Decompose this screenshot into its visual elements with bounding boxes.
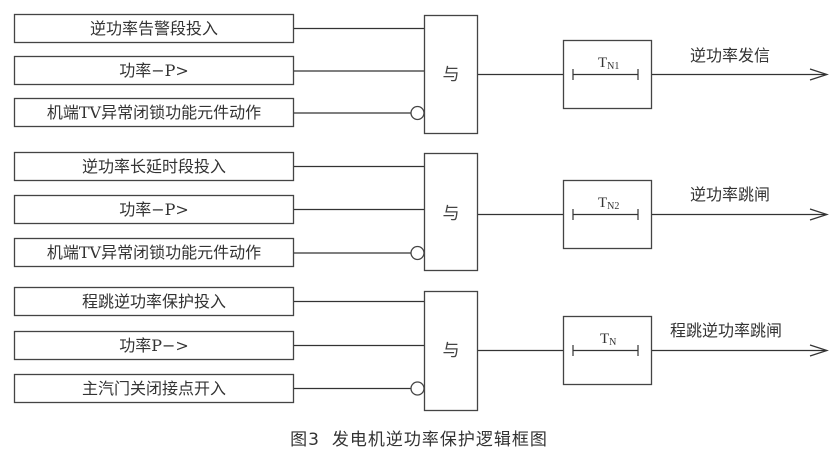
and-gate (423, 152, 479, 272)
input-box-2-2 (13, 194, 295, 225)
inversion-bubble (410, 245, 425, 261)
output-label: 逆功率跳闸 (690, 185, 770, 204)
figure-number: 图3 (290, 430, 320, 450)
logic-group-3: 程跳逆功率保护投入 功率P−> 主汽门关闭接点开入 与 TN 程跳逆功率跳闸 (13, 286, 829, 412)
input-label: 功率P−> (119, 336, 189, 355)
input-label: 程跳逆功率保护投入 (82, 292, 226, 311)
input-label: 逆功率告警段投入 (90, 19, 218, 38)
input-label: 主汽门关闭接点开入 (82, 379, 226, 398)
input-box-1-3 (13, 97, 295, 128)
input-label: 机端TV异常闭锁功能元件动作 (47, 243, 261, 262)
input-label: 功率−P> (119, 200, 189, 219)
arrow-head-icon (809, 68, 829, 81)
logic-group-2: 逆功率长延时段投入 功率−P> 机端TV异常闭锁功能元件动作 与 TN2 逆功率… (13, 151, 829, 272)
input-box-3-3 (13, 373, 295, 404)
input-label: 机端TV异常闭锁功能元件动作 (47, 103, 261, 122)
inversion-bubble (410, 105, 425, 121)
timer-label: TN1 (598, 55, 619, 72)
output-label: 逆功率发信 (690, 46, 770, 65)
logic-group-1: 逆功率告警段投入 功率−P> 机端TV异常闭锁功能元件动作 与 TN1 逆功率发… (13, 13, 829, 135)
figure-title: 发电机逆功率保护逻辑框图 (331, 430, 548, 450)
input-label: 功率−P> (119, 61, 189, 80)
figure-caption: 图3 发电机逆功率保护逻辑框图 (0, 425, 838, 450)
input-box-3-2 (13, 330, 295, 361)
inversion-bubble (410, 381, 425, 396)
input-box-1-2 (13, 55, 295, 86)
input-box-1-1 (13, 13, 295, 44)
arrow-head-icon (809, 208, 829, 221)
output-label: 程跳逆功率跳闸 (670, 321, 782, 340)
and-gate (423, 290, 479, 412)
and-gate-label: 与 (443, 341, 460, 361)
and-gate (423, 14, 479, 135)
and-gate-label: 与 (443, 65, 460, 85)
arrow-head-icon (809, 344, 829, 357)
timer-label: TN (600, 331, 616, 348)
and-gate-label: 与 (443, 204, 460, 224)
timer-label: TN2 (598, 195, 619, 212)
input-box-2-3 (13, 237, 295, 268)
input-box-3-1 (13, 286, 295, 317)
input-box-2-1 (13, 151, 295, 182)
input-label: 逆功率长延时段投入 (82, 157, 226, 176)
